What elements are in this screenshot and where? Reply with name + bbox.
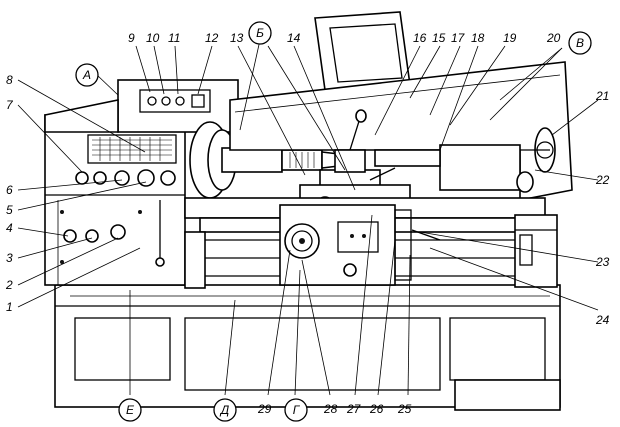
callout-13: 13 [230, 31, 244, 45]
callout-21: 21 [595, 89, 609, 103]
callout-11: 11 [168, 31, 180, 45]
callout-29: 29 [257, 402, 272, 416]
callout-G: Г [293, 403, 301, 417]
tailstock-leg [514, 214, 558, 288]
callout-D: Д [219, 403, 230, 417]
callout-2: 2 [5, 278, 13, 292]
callout-28: 28 [323, 402, 338, 416]
leader-lines [17, 39, 599, 396]
callout-17: 17 [451, 31, 466, 45]
callout-3: 3 [6, 251, 13, 265]
callout-14: 14 [287, 31, 301, 45]
callout-1: 1 [6, 300, 13, 314]
callout-27: 27 [346, 402, 362, 416]
callout-8: 8 [6, 73, 13, 87]
callout-23: 23 [595, 255, 610, 269]
callout-15: 15 [432, 31, 446, 45]
callout-6: 6 [6, 183, 13, 197]
callout-B: Б [256, 26, 264, 40]
number-labels: 1 2 3 4 5 6 7 8 9 10 11 12 13 14 15 16 1… [5, 31, 610, 416]
callout-16: 16 [413, 31, 427, 45]
callout-9: 9 [128, 31, 135, 45]
callout-20: 20 [546, 31, 561, 45]
callout-10: 10 [146, 31, 160, 45]
callout-24: 24 [595, 313, 610, 327]
callout-E: Е [126, 403, 135, 417]
callout-18: 18 [471, 31, 485, 45]
tailstock [374, 127, 556, 193]
callout-4: 4 [6, 221, 13, 235]
callout-26: 26 [369, 402, 384, 416]
callout-5: 5 [6, 203, 13, 217]
apron [279, 204, 441, 286]
lathe-base [54, 284, 561, 411]
callout-25: 25 [397, 402, 412, 416]
letter-labels: А Б В Г Д Е [75, 21, 592, 422]
callout-12: 12 [205, 31, 219, 45]
callout-A: А [82, 68, 91, 82]
callout-7: 7 [6, 98, 14, 112]
callout-19: 19 [503, 31, 517, 45]
callout-22: 22 [595, 173, 610, 187]
callout-V: В [576, 36, 584, 50]
